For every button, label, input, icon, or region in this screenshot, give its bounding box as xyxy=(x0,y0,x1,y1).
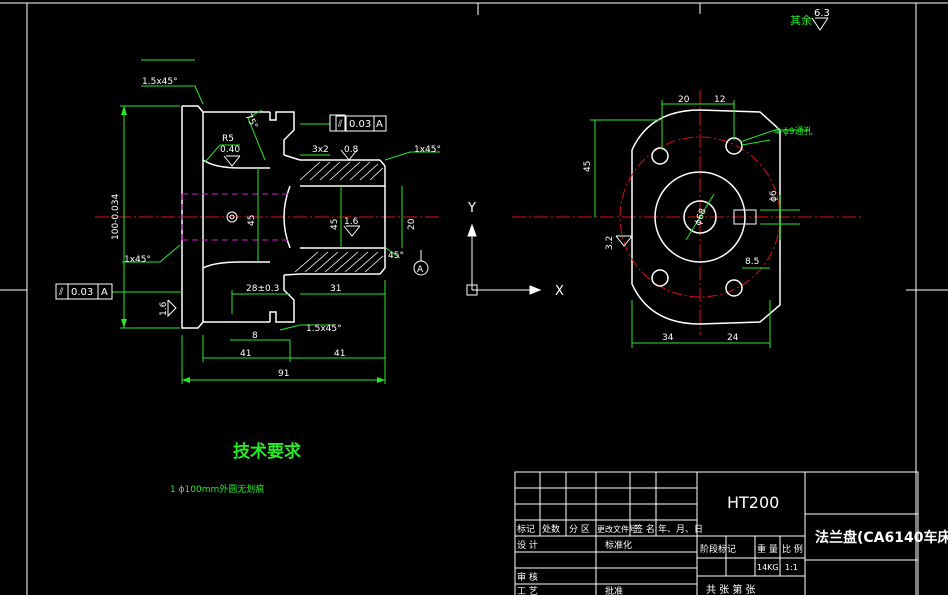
svg-text:重 量: 重 量 xyxy=(757,543,778,555)
svg-text:0.8: 0.8 xyxy=(344,145,359,155)
svg-text:8: 8 xyxy=(252,331,258,341)
svg-text:45: 45 xyxy=(330,219,340,230)
svg-text:1.5x45°: 1.5x45° xyxy=(306,324,342,334)
hidden-bore xyxy=(181,193,290,241)
svg-text:标准化: 标准化 xyxy=(605,539,632,551)
svg-text:34: 34 xyxy=(662,333,674,343)
material: HT200 xyxy=(727,493,779,512)
x-axis-label: X xyxy=(555,284,564,299)
svg-text:41: 41 xyxy=(240,349,251,359)
svg-text:14KG: 14KG xyxy=(757,563,779,572)
svg-text:3x2: 3x2 xyxy=(312,145,329,155)
svg-text:3.2: 3.2 xyxy=(605,236,615,250)
svg-text:R5: R5 xyxy=(222,134,234,144)
y-axis-label: Y xyxy=(467,201,476,216)
svg-text:1.5x45°: 1.5x45° xyxy=(142,77,178,87)
svg-text:1x45°: 1x45° xyxy=(414,145,441,155)
tech-req-item: 1 ϕ100mm外圆无划痕 xyxy=(170,483,264,495)
svg-text:45°: 45° xyxy=(388,251,404,261)
svg-text:设 计: 设 计 xyxy=(517,539,538,551)
roughness-label: 其余 xyxy=(790,13,812,27)
svg-text:1:1: 1:1 xyxy=(785,563,798,572)
svg-text:12: 12 xyxy=(714,95,725,105)
svg-text:1.6: 1.6 xyxy=(344,217,359,227)
roughness-value: 6.3 xyxy=(814,8,830,19)
svg-text:共 张 第 张: 共 张 第 张 xyxy=(706,583,756,595)
title-block: HT200 法兰盘(CA6140车床) 标记 处数 分 区 更改文件号 签 名 … xyxy=(514,471,948,595)
svg-text:阶段标记: 阶段标记 xyxy=(700,543,736,555)
svg-text:更改文件号: 更改文件号 xyxy=(597,524,637,534)
svg-text:20: 20 xyxy=(678,95,690,105)
svg-text:A: A xyxy=(101,287,108,298)
geo-tol-top: ⫽ 0.03 A xyxy=(335,115,387,132)
svg-text:比 例: 比 例 xyxy=(782,543,803,555)
svg-text:1x45°: 1x45° xyxy=(124,255,151,265)
flange-face-outline xyxy=(631,109,781,325)
svg-text:41: 41 xyxy=(334,349,345,359)
svg-text:⫽: ⫽ xyxy=(337,119,343,130)
side-roughness-symbol xyxy=(615,235,634,247)
svg-text:45: 45 xyxy=(247,215,257,226)
front-dim-texts: 1.5x45° R5 0.40 75° 3x2 0.8 1x45° 100-0.… xyxy=(111,77,441,379)
svg-text:8.5: 8.5 xyxy=(745,257,759,267)
svg-text:分 区: 分 区 xyxy=(569,524,590,535)
svg-text:签 名: 签 名 xyxy=(634,523,655,535)
svg-text:91: 91 xyxy=(278,369,289,379)
front-arrows xyxy=(121,106,385,383)
svg-text:0.40: 0.40 xyxy=(220,145,240,155)
svg-text:28±0.3: 28±0.3 xyxy=(246,284,279,294)
svg-text:标记: 标记 xyxy=(517,523,535,535)
svg-text:75°: 75° xyxy=(243,112,260,131)
svg-text:31: 31 xyxy=(330,284,341,294)
side-view: 20 12 4-ϕ9通孔 45 ϕ68 ϕ6 3.2 8.5 34 24 xyxy=(583,95,813,348)
svg-text:45: 45 xyxy=(583,161,593,172)
tech-req-title: 技术要求 xyxy=(233,441,301,462)
part-name: 法兰盘(CA6140车床) xyxy=(815,529,948,546)
svg-text:4-ϕ9通孔: 4-ϕ9通孔 xyxy=(774,126,813,137)
svg-text:20: 20 xyxy=(407,218,417,230)
svg-text:0.03: 0.03 xyxy=(71,287,93,298)
section-hatch xyxy=(294,161,384,273)
svg-text:年、月、日: 年、月、日 xyxy=(658,523,703,535)
datum-a-label: A xyxy=(417,265,424,275)
front-dim-lines xyxy=(112,59,440,384)
svg-text:A: A xyxy=(376,119,383,130)
svg-text:24: 24 xyxy=(727,333,739,343)
svg-text:审 核: 审 核 xyxy=(517,571,538,583)
side-dim-lines xyxy=(590,100,810,348)
technical-requirements: 技术要求 1 ϕ100mm外圆无划痕 xyxy=(170,441,301,495)
svg-text:批准: 批准 xyxy=(605,585,623,595)
roughness-note: 其余 6.3 xyxy=(790,8,830,31)
svg-text:处数: 处数 xyxy=(542,523,560,535)
svg-text:⫽: ⫽ xyxy=(58,287,64,298)
svg-text:1.6: 1.6 xyxy=(159,301,169,316)
svg-text:工 艺: 工 艺 xyxy=(517,586,538,595)
ucs-axes: X Y xyxy=(466,201,564,299)
front-view: ⫽ 0.03 A ⫽ 0.03 A A 1.5x45° R5 0.40 75° … xyxy=(55,59,441,384)
bolt-holes xyxy=(651,137,743,297)
geo-tol-left: ⫽ 0.03 A xyxy=(55,283,113,300)
center-lines xyxy=(95,90,862,335)
svg-text:0.03: 0.03 xyxy=(349,119,371,130)
svg-text:100-0.034: 100-0.034 xyxy=(111,194,121,240)
svg-text:ϕ6: ϕ6 xyxy=(769,190,779,202)
